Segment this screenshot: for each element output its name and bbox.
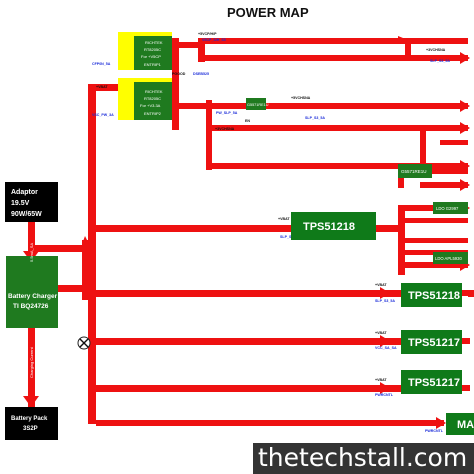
arrow-right: [460, 122, 470, 134]
richtek1-line2: RT8205C: [144, 47, 161, 52]
adaptor-line1: Adaptor: [11, 189, 38, 196]
partial-ma-block: MA: [446, 413, 474, 435]
partial-ma-label: MA: [457, 419, 474, 431]
charger-line1: Battery Charger: [8, 293, 58, 300]
diode-junction: [77, 336, 91, 350]
g5571-1-label: G5571RE1U: [247, 103, 269, 107]
tps-row1-label: TPS51218: [408, 290, 460, 302]
label-vin-richtek: +VBAT: [96, 85, 108, 89]
battery-block: Battery Pack 3S2P: [5, 407, 58, 440]
arrow-right: [380, 287, 390, 299]
label-pin-g1-left: PW_SLP_5A: [216, 111, 238, 115]
power-wires: [28, 38, 474, 426]
label-v3a-s: SLP_S3_5A: [430, 59, 450, 63]
label-charger-in: 5.5mA_SA: [29, 243, 34, 262]
richtek1-line1: RICHTEK: [145, 40, 163, 45]
page-title: POWER MAP: [227, 5, 309, 20]
label-row2-in: +VBAT: [375, 331, 387, 335]
arrow-right: [460, 100, 470, 112]
arrow-right: [380, 382, 390, 394]
label-v5cp-s: V5CP_S/H_S5: [202, 38, 226, 42]
tps-main-block: TPS51218: [291, 212, 376, 240]
g5571-block-1: G5571RE1U: [246, 98, 269, 110]
battery-line1: Battery Pack: [11, 416, 48, 422]
label-richtek-pin-left1: CFP0N_5A: [92, 62, 111, 66]
arrow-right: [460, 179, 470, 191]
tps-row2-label: TPS51217: [408, 337, 460, 349]
label-row1-ctrl: SLP_S3_5A: [375, 299, 395, 303]
richtek1-line4: ENTRIP1: [144, 62, 162, 67]
ldo-blocks: LDO G2997 LDO APL5930: [433, 202, 468, 264]
richtek2-line3: For +V3.3A: [140, 103, 161, 108]
arrow-right: [436, 417, 446, 429]
ldo2-label: LDO APL5930: [435, 256, 462, 261]
label-slp: SLP_S3_5A: [305, 116, 325, 120]
arrow-right: [460, 52, 470, 64]
arrow-up: [82, 236, 89, 244]
tps-row-3: TPS51217: [401, 370, 462, 394]
arrow-down: [23, 396, 39, 407]
richtek2-line4: ENTRIP2: [144, 111, 162, 116]
label-row3-ctrl: PWRCNTL: [375, 393, 394, 397]
tps-main-label: TPS51218: [303, 221, 355, 233]
label-tps-main-in: +VBAT: [278, 217, 290, 221]
label-charging-current: Charging Current: [29, 346, 34, 378]
richtek1-line3: For +V5CP: [141, 54, 161, 59]
tps-row3-label: TPS51217: [408, 377, 460, 389]
label-pgood: PGOOD: [172, 72, 186, 76]
richtek2-line2: RT8205C: [144, 96, 161, 101]
label-v3a-top2: +5VCHSNA: [291, 96, 311, 100]
richtek-block-1: RICHTEK RT8205C For +V5CP ENTRIP1: [118, 32, 172, 70]
g5571-2-label: G5571RE1U: [401, 169, 427, 174]
richtek-block-2: RICHTEK RT8205C For +V3.3A ENTRIP2: [118, 78, 172, 120]
label-v3a-top: +3VCHSNA: [426, 48, 446, 52]
watermark-band: thetechstall.com: [253, 443, 474, 474]
adaptor-block: Adaptor 19.5V 90W/65W: [5, 182, 58, 222]
adaptor-line3: 90W/65W: [11, 211, 42, 218]
label-ma-ctrl: PWRCNTL: [425, 429, 444, 433]
label-row1-in: +VBAT: [375, 283, 387, 287]
tps-row-2: TPS51217: [401, 330, 462, 354]
label-pin-g1-right: +3VCHSNA: [215, 127, 235, 131]
adaptor-line2: 19.5V: [11, 200, 30, 207]
label-row3-in: +VBAT: [375, 378, 387, 382]
richtek2-line1: RICHTEK: [145, 89, 163, 94]
charger-line2: TI BQ24726: [13, 303, 49, 310]
label-v5cp-top: +5VCP/H/P: [198, 32, 217, 36]
charger-block: Battery Charger TI BQ24726: [6, 256, 58, 328]
label-row2-ctrl: VCC_SA_SA: [375, 346, 397, 350]
ldo1-label: LDO G2997: [436, 206, 459, 211]
tps-row-1: TPS51218: [401, 283, 462, 307]
battery-line2: 3S2P: [23, 426, 38, 432]
label-en: EN: [245, 119, 250, 123]
arrow-right: [398, 36, 408, 44]
label-sg-pin: VSC_PW_3A: [92, 113, 114, 117]
label-pgood-r: DSEB525: [193, 72, 209, 76]
arrow-right: [460, 160, 470, 172]
arrow-right: [380, 335, 390, 347]
g5571-block-2: G5571RE1U: [398, 164, 432, 178]
watermark-text: thetechstall.com: [258, 443, 467, 472]
label-tps-main-ctrl: SLP_S3_5A: [280, 235, 300, 239]
